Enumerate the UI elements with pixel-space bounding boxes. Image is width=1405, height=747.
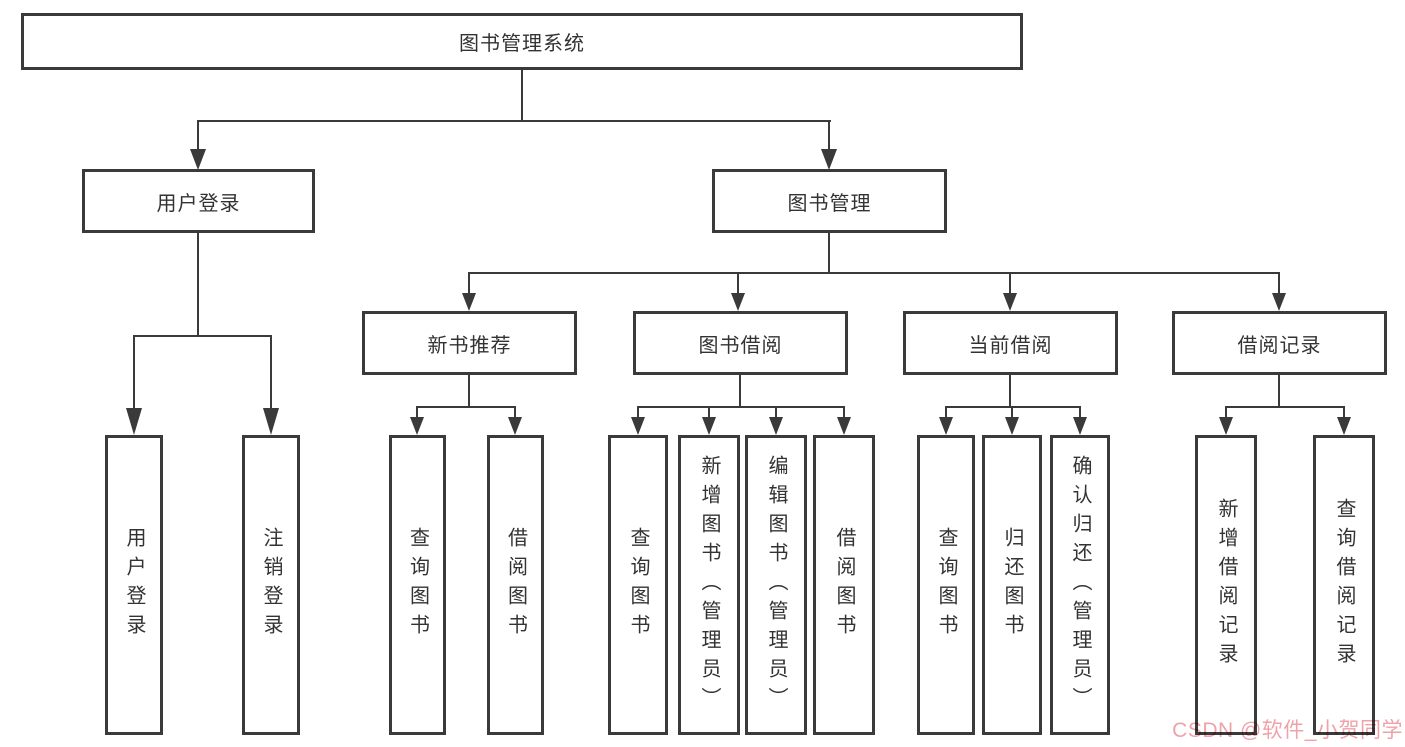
arrowhead-icon xyxy=(508,417,522,435)
node-book-management: 图书管理 xyxy=(712,169,947,233)
arrowhead-icon xyxy=(1219,417,1233,435)
connector-line xyxy=(416,406,516,408)
arrowhead-icon xyxy=(263,408,279,435)
node-root: 图书管理系统 xyxy=(21,13,1023,70)
connector-line xyxy=(737,272,739,293)
connector-line xyxy=(637,406,844,408)
leaf-label: 查询借阅记录 xyxy=(1333,498,1355,672)
leaf-user-login: 用户登录 xyxy=(105,435,163,735)
arrowhead-icon xyxy=(1073,417,1087,435)
connector-line xyxy=(270,335,272,408)
arrowhead-icon xyxy=(1337,417,1351,435)
connector-line xyxy=(514,406,516,417)
connector-line xyxy=(828,120,830,149)
leaf-logout: 注销登录 xyxy=(242,435,300,735)
leaf-query-books-recommend: 查询图书 xyxy=(389,435,446,735)
leaf-label: 查询图书 xyxy=(627,527,649,643)
arrowhead-icon xyxy=(631,417,645,435)
leaf-label: 新增图书（管理员） xyxy=(698,454,720,716)
arrowhead-icon xyxy=(1272,293,1286,311)
connector-line xyxy=(739,375,741,407)
arrowhead-icon xyxy=(190,149,206,170)
leaf-query-borrow-record: 查询借阅记录 xyxy=(1313,435,1375,735)
connector-line xyxy=(133,335,272,337)
connector-line xyxy=(1343,406,1345,417)
connector-line xyxy=(828,233,830,273)
arrowhead-icon xyxy=(1003,293,1017,311)
arrowhead-icon xyxy=(769,417,783,435)
leaf-add-books-admin: 新增图书（管理员） xyxy=(678,435,740,735)
watermark: CSDN @软件_小贺同学 xyxy=(1172,719,1403,742)
connector-line xyxy=(1011,406,1013,417)
leaf-label: 用户登录 xyxy=(123,527,145,643)
connector-line xyxy=(197,233,199,335)
connector-line xyxy=(1079,406,1081,417)
connector-line xyxy=(1009,272,1011,293)
connector-line xyxy=(945,406,947,417)
connector-line xyxy=(1225,406,1344,408)
leaf-borrow-books-borrow: 借阅图书 xyxy=(813,435,875,735)
leaf-label: 借阅图书 xyxy=(833,527,855,643)
arrowhead-icon xyxy=(1005,417,1019,435)
connector-line xyxy=(843,406,845,417)
arrowhead-icon xyxy=(837,417,851,435)
node-current-borrow: 当前借阅 xyxy=(903,311,1118,375)
node-book-borrow: 图书借阅 xyxy=(633,311,848,375)
leaf-label: 新增借阅记录 xyxy=(1215,498,1237,672)
leaf-query-books-borrow: 查询图书 xyxy=(608,435,668,735)
connector-line xyxy=(468,375,470,407)
arrowhead-icon xyxy=(410,417,424,435)
leaf-edit-books-admin: 编辑图书（管理员） xyxy=(745,435,807,735)
arrowhead-icon xyxy=(126,408,142,435)
connector-line xyxy=(133,335,135,408)
leaf-add-borrow-record: 新增借阅记录 xyxy=(1195,435,1257,735)
connector-line xyxy=(197,120,199,149)
connector-line xyxy=(469,272,1280,274)
leaf-label: 查询图书 xyxy=(935,527,957,643)
leaf-label: 查询图书 xyxy=(406,527,429,643)
connector-line xyxy=(416,406,418,417)
node-new-book-recommend: 新书推荐 xyxy=(362,311,577,375)
leaf-label: 注销登录 xyxy=(260,527,282,643)
leaf-confirm-return-admin: 确认归还（管理员） xyxy=(1050,435,1110,735)
leaf-borrow-books-recommend: 借阅图书 xyxy=(487,435,544,735)
leaf-query-books-current: 查询图书 xyxy=(917,435,975,735)
leaf-label: 归还图书 xyxy=(1001,527,1023,643)
arrowhead-icon xyxy=(702,417,716,435)
arrowhead-icon xyxy=(939,417,953,435)
connector-line xyxy=(1278,272,1280,293)
leaf-label: 借阅图书 xyxy=(504,527,527,643)
leaf-label: 确认归还（管理员） xyxy=(1069,454,1091,716)
leaf-label: 编辑图书（管理员） xyxy=(765,454,787,716)
connector-line xyxy=(1009,375,1011,407)
node-borrow-records: 借阅记录 xyxy=(1172,311,1387,375)
connector-line xyxy=(521,68,523,121)
connector-line xyxy=(1225,406,1227,417)
arrowhead-icon xyxy=(731,293,745,311)
leaf-return-books: 归还图书 xyxy=(982,435,1042,735)
connector-line xyxy=(637,406,639,417)
connector-line xyxy=(708,406,710,417)
connector-line xyxy=(1278,375,1280,407)
connector-line xyxy=(775,406,777,417)
connector-line xyxy=(468,272,470,293)
arrowhead-icon xyxy=(462,293,476,311)
node-user-login: 用户登录 xyxy=(82,169,315,233)
arrowhead-icon xyxy=(821,149,837,170)
connector-line xyxy=(197,120,831,122)
